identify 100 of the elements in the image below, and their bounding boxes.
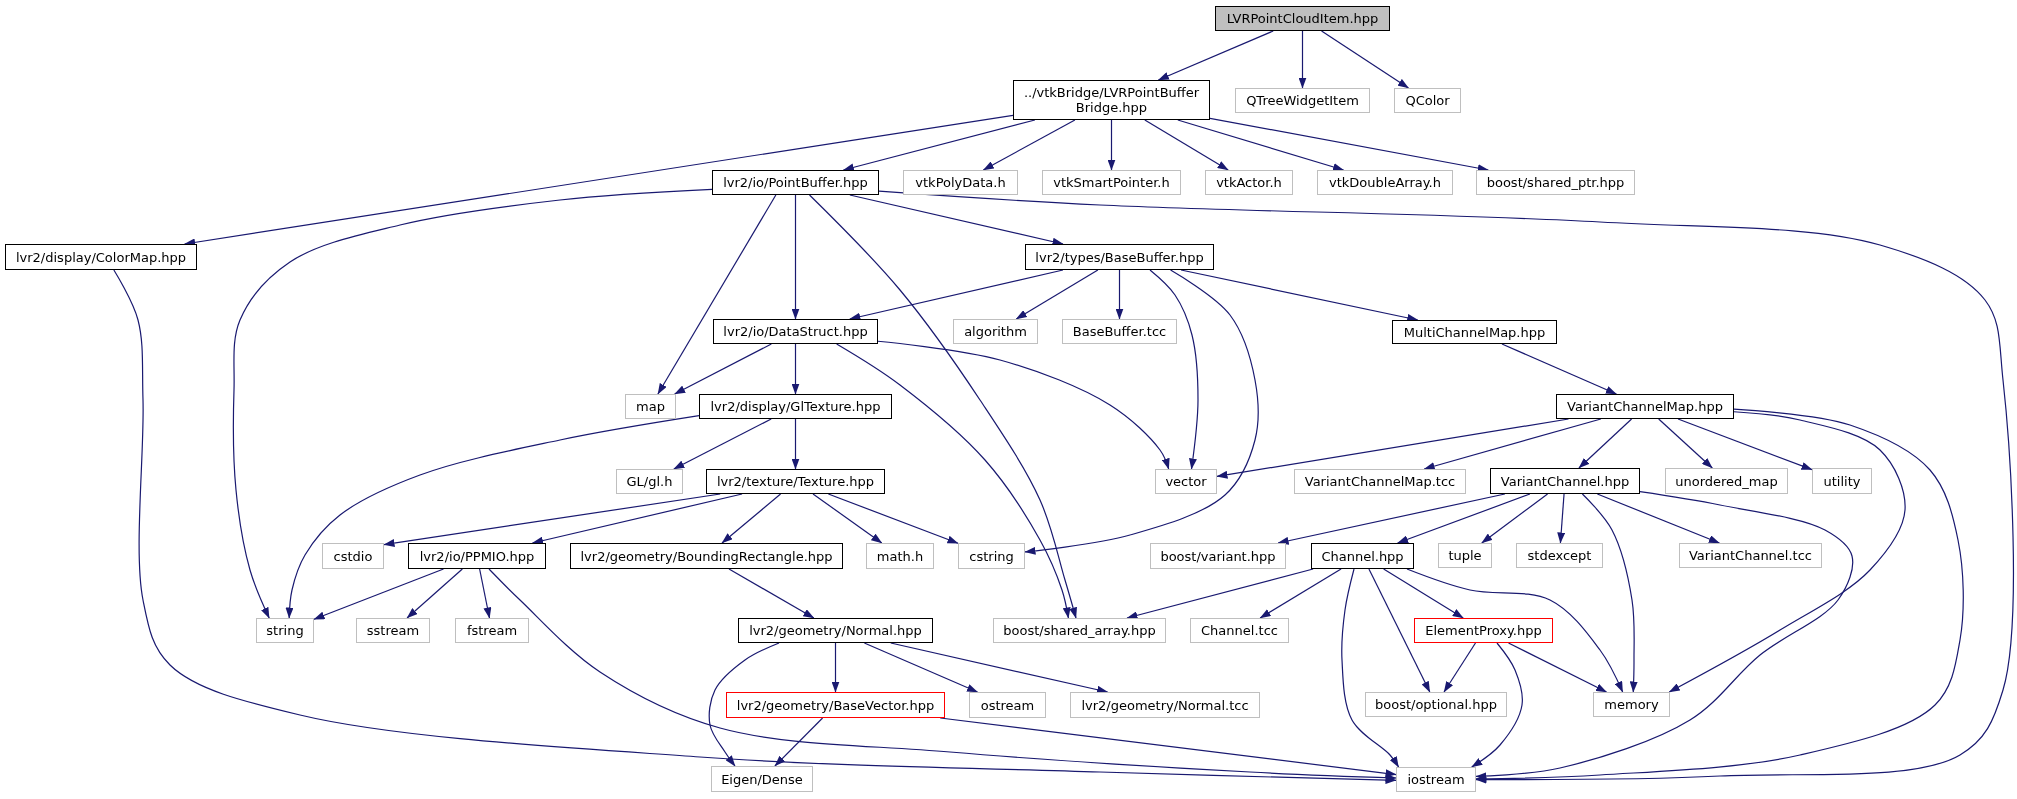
file-box: VariantChannelMap.hpp [1556, 394, 1734, 419]
arrow [849, 194, 1064, 246]
arrow [1320, 30, 1410, 89]
arrow [791, 418, 800, 470]
arrow [1658, 418, 1713, 469]
arrow [1341, 568, 1400, 768]
arrow [1383, 568, 1464, 619]
file-box: VariantChannel.tcc [1679, 543, 1822, 568]
file-box: MultiChannelMap.hpp [1392, 320, 1557, 344]
file-box: map [625, 394, 676, 419]
file-box: lvr2/types/BaseBuffer.hpp [1025, 244, 1214, 270]
arrow [673, 418, 772, 470]
file-box: VariantChannel.hpp [1490, 468, 1640, 494]
arrow [1581, 493, 1638, 693]
arrow [1126, 568, 1314, 620]
arrow [1668, 411, 1906, 693]
arrow [1277, 493, 1506, 545]
file-box: ElementProxy.hpp [1414, 618, 1553, 643]
arrow [774, 717, 824, 767]
file-box: LVRPointCloudItem.hpp [1215, 6, 1390, 31]
arrow [406, 568, 463, 619]
arrow [1481, 493, 1549, 544]
file-box: vtkDoubleArray.h [1317, 170, 1453, 195]
arrow [1180, 269, 1419, 322]
arrow [1144, 119, 1229, 171]
file-box: lvr2/geometry/Normal.tcc [1070, 692, 1260, 718]
file-box: cstring [958, 543, 1025, 569]
arrow [532, 493, 743, 545]
file-box: unordered_map [1665, 468, 1788, 494]
arrow [878, 190, 2015, 784]
file-box: lvr2/display/GlTexture.hpp [699, 394, 892, 419]
file-box: QColor [1394, 88, 1461, 113]
file-box: lvr2/texture/Texture.hpp [706, 469, 885, 494]
file-box: lvr2/io/DataStruct.hpp [713, 319, 878, 344]
arrow [808, 194, 1077, 619]
file-box: lvr2/io/PointBuffer.hpp [712, 170, 879, 195]
arrow [1149, 269, 1199, 470]
arrow [1475, 408, 1964, 783]
file-box: ostream [969, 692, 1046, 718]
file-box: boost/variant.hpp [1150, 543, 1286, 569]
file-box: string [256, 618, 314, 643]
arrow [863, 642, 979, 693]
arrow [1471, 642, 1523, 768]
arrow [1507, 642, 1608, 693]
arrow [1115, 269, 1124, 320]
arrow [827, 493, 959, 544]
file-box: lvr2/io/PPMIO.hpp [408, 543, 546, 569]
file-box: lvr2/geometry/BoundingRectangle.hpp [570, 543, 843, 569]
file-box: cstdio [322, 543, 384, 569]
arrow [1177, 119, 1345, 171]
file-box: memory [1593, 692, 1670, 717]
arrow [812, 493, 883, 544]
file-box: fstream [455, 618, 529, 643]
file-box: tuple [1438, 543, 1492, 568]
arrow [113, 269, 1397, 785]
file-box: ../vtkBridge/LVRPointBuffer Bridge.hpp [1013, 80, 1210, 120]
arrow [1107, 119, 1116, 171]
arrow [1209, 117, 1489, 172]
arrow [836, 343, 1071, 619]
file-box: algorithm [953, 319, 1038, 344]
file-box: VariantChannelMap.tcc [1294, 469, 1466, 494]
file-box: Channel.hpp [1311, 543, 1414, 569]
file-box: Eigen/Dense [711, 766, 813, 792]
arrow [1298, 30, 1307, 89]
file-box: vtkActor.h [1205, 170, 1293, 195]
file-box: QTreeWidgetItem [1235, 88, 1370, 113]
file-box: sstream [356, 618, 430, 643]
file-box: GL/gl.h [616, 469, 683, 494]
file-box: utility [1812, 468, 1872, 494]
arrow [1015, 269, 1099, 320]
file-box: iostream [1396, 767, 1476, 792]
arrow [1368, 568, 1431, 693]
arrow [1677, 418, 1813, 471]
file-box: vector [1155, 469, 1217, 494]
arrow [1443, 642, 1477, 693]
arrow [1475, 491, 1854, 781]
arrow [1578, 418, 1633, 469]
arrow [1397, 493, 1531, 544]
file-box: Channel.tcc [1190, 618, 1289, 643]
arrow [1596, 493, 1720, 544]
arrow [791, 343, 800, 395]
file-box: lvr2/display/ColorMap.hpp [5, 244, 197, 270]
arrow [877, 340, 1170, 470]
arrow [488, 568, 1397, 782]
file-box: vtkPolyData.h [903, 170, 1018, 195]
file-box: lvr2/geometry/Normal.hpp [738, 618, 933, 643]
arrow [1423, 418, 1602, 470]
arrow [890, 642, 1109, 694]
arrow [1024, 269, 1259, 555]
file-box: stdexcept [1516, 543, 1603, 568]
arrow [313, 568, 445, 620]
arrow [708, 642, 780, 767]
arrow [285, 415, 700, 619]
arrow [849, 269, 1064, 321]
file-box: BaseBuffer.tcc [1062, 319, 1177, 344]
file-box: boost/shared_array.hpp [993, 618, 1166, 643]
file-box: boost/shared_ptr.hpp [1476, 170, 1635, 195]
arrow [674, 343, 772, 395]
arrow [479, 568, 492, 619]
arrow [831, 642, 840, 693]
